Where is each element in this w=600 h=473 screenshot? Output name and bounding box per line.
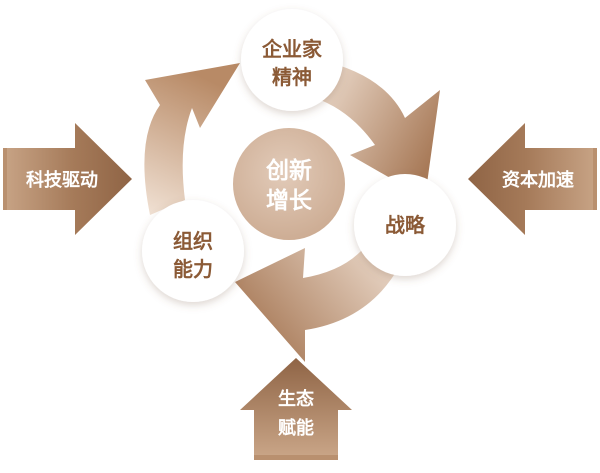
- node-right-label: 战略: [385, 213, 426, 237]
- node-top-circle: [241, 9, 343, 111]
- input-arrow-left: [3, 123, 132, 235]
- node-left-label-line1: 组织: [173, 229, 213, 253]
- center-label-line1: 创新: [265, 157, 312, 184]
- center-circle: [229, 124, 349, 244]
- input-arrow-bottom: [240, 358, 352, 460]
- input-left-label: 科技驱动: [26, 169, 98, 191]
- input-arrow-right: [468, 123, 597, 235]
- center-label-line2: 增长: [266, 187, 313, 214]
- node-left-circle: [142, 200, 244, 302]
- input-bottom-label-line2: 赋能: [278, 417, 314, 439]
- input-bottom-label-line1: 生态: [278, 388, 314, 410]
- cycle-arrow-lower: [235, 240, 400, 362]
- cycle-arrow-upper: [144, 63, 240, 215]
- node-right-circle: [354, 174, 456, 276]
- cycle-arrow-right: [315, 60, 440, 198]
- node-top-label-line1: 企业家: [261, 37, 323, 61]
- node-top-label-line2: 精神: [272, 65, 312, 89]
- node-left-label-line2: 能力: [173, 257, 213, 281]
- input-right-label: 资本加速: [502, 169, 574, 191]
